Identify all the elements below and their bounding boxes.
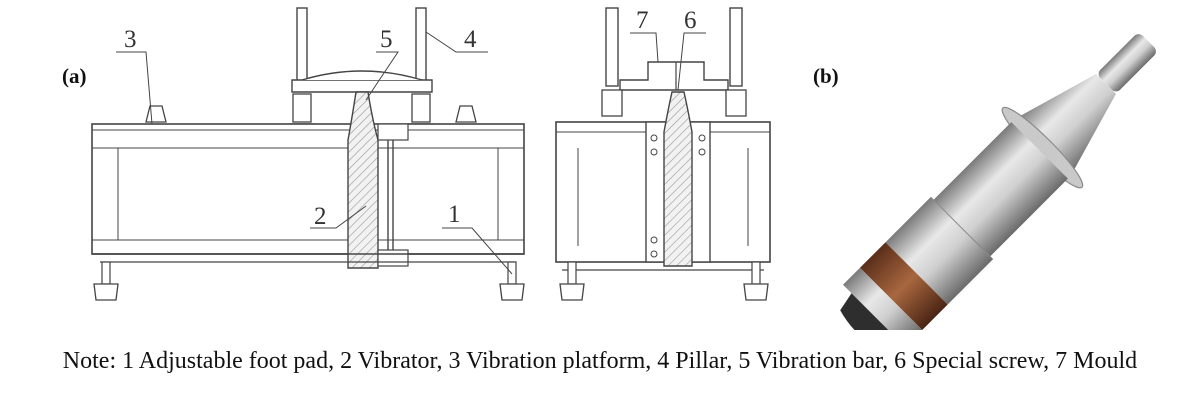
callout-1: 1: [442, 201, 513, 275]
figure-note: Note: 1 Adjustable foot pad, 2 Vibrator,…: [62, 348, 1138, 374]
callout-7: 7: [630, 7, 659, 63]
panel-label-a: (a): [62, 64, 87, 88]
vibrator-photo: [840, 34, 1156, 330]
callout-4: 4: [425, 26, 488, 53]
callout-6-number: 6: [684, 7, 697, 34]
callout-5-number: 5: [380, 26, 393, 53]
figure-canvas: (a) (b) 3 5 4 2 1 7 6: [62, 7, 1156, 330]
callout-4-number: 4: [464, 26, 477, 53]
panel-label-b: (b): [813, 64, 839, 88]
callout-3-number: 3: [124, 26, 137, 53]
callout-3: 3: [116, 26, 153, 125]
callout-1-number: 1: [448, 201, 461, 228]
side-view-drawing: [555, 7, 771, 301]
front-view-drawing: [91, 7, 525, 301]
callout-6: 6: [677, 7, 706, 91]
callout-2: 2: [310, 203, 367, 230]
callout-5: 5: [365, 26, 399, 101]
callout-2-number: 2: [314, 203, 327, 230]
callout-7-number: 7: [636, 7, 649, 34]
